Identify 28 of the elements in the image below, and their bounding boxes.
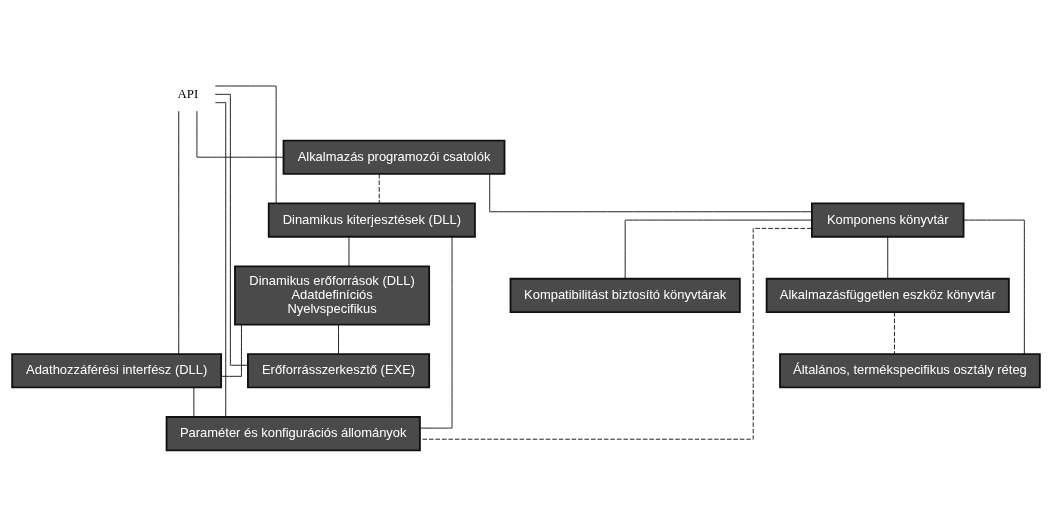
node-box: Adathozzáférési interfész (DLL) [11,353,223,389]
connector [214,93,249,366]
node-text: API [177,85,199,101]
node-box: Erőforrásszerkesztő (EXE) [247,353,431,389]
node-box: Alkalmazásfüggetlen eszköz könyvtár [765,277,1010,313]
connector [894,311,895,355]
node-box: Kompatibilitást biztosító könyvtárak [509,277,741,313]
connector [963,219,1025,355]
node-box: Alkalmazás programozói csatolók [282,139,506,175]
node-box: Komponens könyvtár [811,202,965,238]
connector [220,324,242,377]
connector [419,227,813,440]
node-box: Paraméter és konfigurációs állományok [165,416,421,452]
connector [214,85,277,204]
node-box: Általános, termékspecifikus osztály réteg [779,353,1041,389]
connector [193,387,195,418]
connector [489,173,813,213]
node-box: Dinamikus kiterjesztések (DLL) [267,202,476,238]
connector [419,236,453,429]
connector [214,102,227,418]
node-box: Dinamikus erőforrások (DLL) Adatdefiníciós Nyelvspecifikus [234,265,431,326]
connector [348,236,350,267]
connector [624,219,813,280]
connector [178,110,180,355]
connector [196,110,284,158]
connector [338,324,339,355]
connector [378,173,380,204]
connector [887,236,889,280]
